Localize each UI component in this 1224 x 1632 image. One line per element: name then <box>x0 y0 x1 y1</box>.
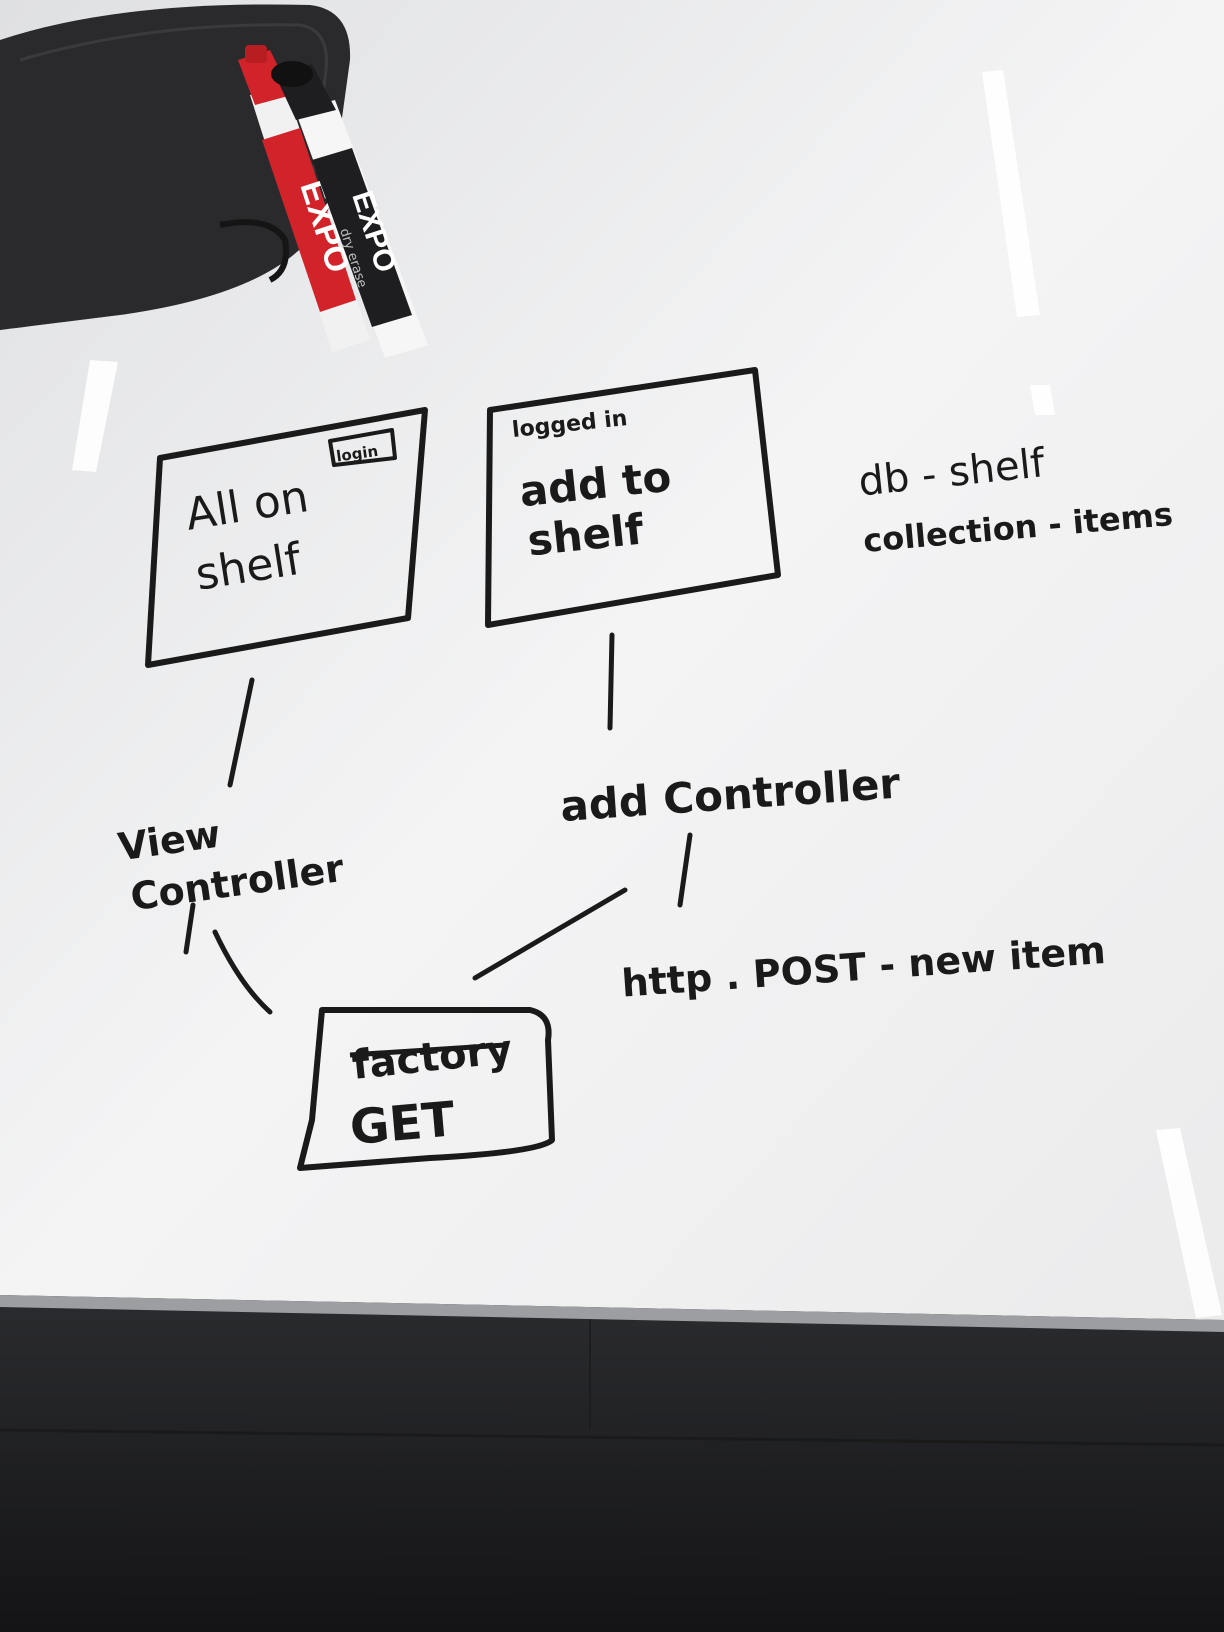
box-all-on-shelf <box>145 407 428 668</box>
laptop-case-seam <box>19 23 328 201</box>
login-badge-text: login <box>335 442 379 466</box>
connector-box1-view <box>227 677 255 788</box>
black-marker: EXPO dry erase <box>271 61 428 358</box>
connector-box2-add <box>607 632 615 731</box>
connector-add-http <box>677 832 693 908</box>
whiteboard-edge <box>0 1295 1224 1332</box>
box-add-to-shelf <box>485 367 781 628</box>
connector-add-factory <box>472 887 628 981</box>
light-reflections <box>72 70 1222 1318</box>
diagram <box>145 367 781 1171</box>
box2-line2: shelf <box>525 504 646 565</box>
table-seam <box>0 1428 1224 1447</box>
box-factory <box>297 1007 555 1171</box>
factory-line2: GET <box>348 1091 458 1156</box>
login-badge-frame <box>328 428 397 467</box>
connector-view-tick <box>183 902 196 955</box>
factory-strikethrough <box>349 1042 506 1058</box>
connector-view-factory <box>212 929 273 1015</box>
case-zipper-pull <box>219 219 289 283</box>
table-surface <box>0 1290 1224 1632</box>
